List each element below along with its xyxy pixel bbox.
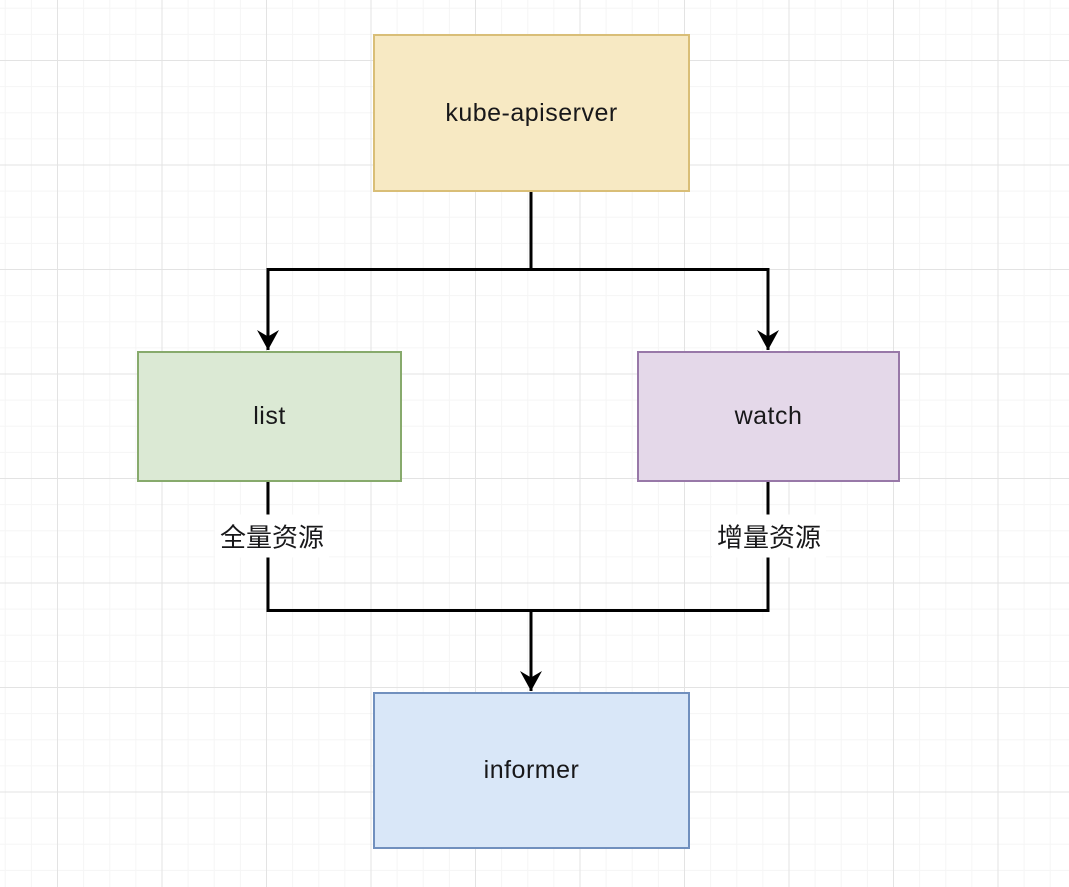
- edge-label-full-resources: 全量资源: [214, 514, 330, 558]
- node-list-label: list: [253, 402, 286, 430]
- node-informer: informer: [373, 692, 690, 849]
- node-list: list: [137, 351, 402, 482]
- node-kube-apiserver-label: kube-apiserver: [445, 98, 618, 127]
- node-informer-label: informer: [483, 756, 580, 784]
- node-watch: watch: [637, 351, 900, 482]
- edge-label-incremental-resources: 增量资源: [711, 514, 827, 558]
- node-kube-apiserver: kube-apiserver: [373, 34, 690, 192]
- node-watch-label: watch: [734, 402, 803, 430]
